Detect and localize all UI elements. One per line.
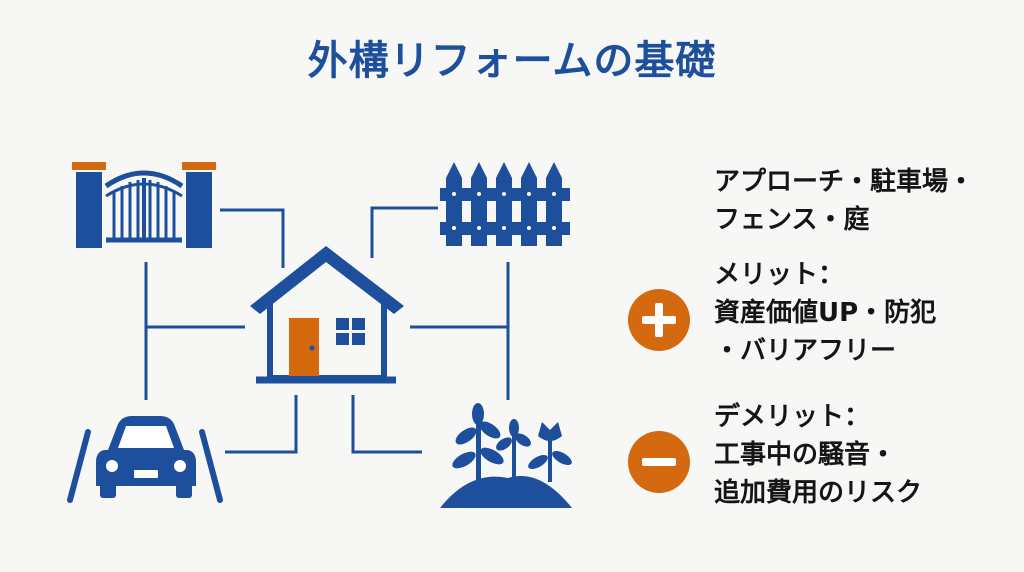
demerit-line-1: デメリット： [714, 402, 871, 432]
scope-line-2: フェンス・庭 [714, 205, 870, 235]
merit-text: メリット： 資産価値UP・防犯 ・バリアフリー [714, 256, 936, 370]
connector-gate [220, 208, 285, 268]
plus-icon [628, 289, 690, 351]
gate-icon [72, 162, 216, 248]
connector-garden [351, 395, 422, 454]
fence-icon [440, 162, 570, 246]
connector-fence [370, 206, 438, 258]
scope-line-1: アプローチ・駐車場・ [714, 167, 975, 197]
garden-icon [440, 403, 572, 508]
connector-car [225, 395, 298, 454]
merit-line-2: 資産価値UP・防犯 [714, 298, 937, 328]
demerit-text: デメリット： 工事中の騒音・ 追加費用のリスク [714, 398, 922, 512]
merit-line-1: メリット： [714, 260, 845, 290]
connector-lines [144, 206, 510, 454]
scope-text: アプローチ・駐車場・ フェンス・庭 [714, 163, 974, 239]
merit-line-3: ・バリアフリー [714, 336, 897, 366]
house-icon [250, 246, 404, 384]
minus-icon [628, 431, 690, 493]
car-icon [67, 416, 223, 503]
demerit-line-3: 追加費用のリスク [714, 478, 923, 508]
page-title: 外構リフォームの基礎 [307, 38, 717, 84]
demerit-line-2: 工事中の騒音・ [714, 440, 897, 470]
